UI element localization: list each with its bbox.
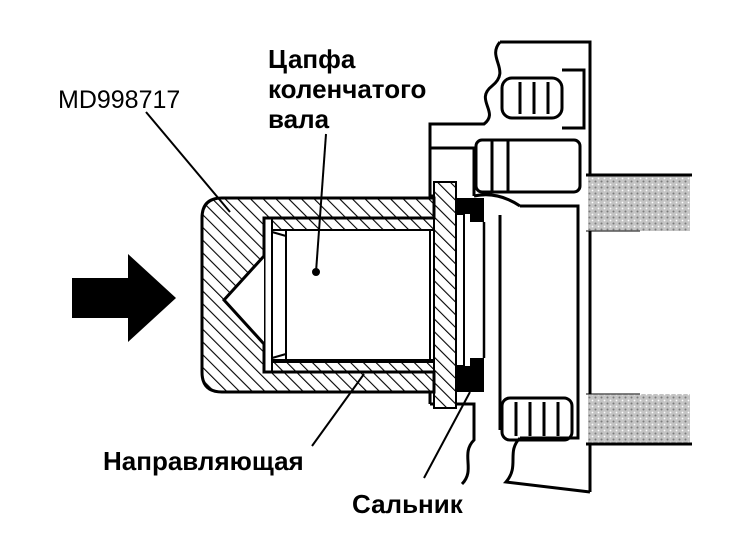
label-journal-line3: вала: [268, 104, 330, 134]
engine-block: [428, 40, 592, 494]
label-guide: Направляющая: [103, 446, 304, 476]
oil-seal: [455, 198, 486, 392]
label-seal: Сальник: [352, 489, 463, 519]
leader-journal: [315, 133, 327, 273]
leader-seal: [423, 391, 471, 479]
label-journal-line2: коленчатого: [268, 74, 427, 104]
journal-point: [312, 268, 320, 276]
label-journal-line1: Цапфа: [268, 44, 356, 74]
leader-lines: [145, 111, 471, 479]
arrow-right-icon: [72, 254, 176, 342]
crankshaft-journal: [271, 226, 441, 364]
installer-tool: [200, 196, 436, 394]
crankshaft-shaft: [586, 173, 692, 446]
label-tool-code: MD998717: [58, 86, 181, 114]
leader-tool: [145, 111, 231, 213]
label-crankshaft-journal: Цапфа коленчатого вала: [268, 44, 426, 134]
guide-sleeve: [271, 181, 457, 409]
leader-guide: [311, 373, 365, 447]
